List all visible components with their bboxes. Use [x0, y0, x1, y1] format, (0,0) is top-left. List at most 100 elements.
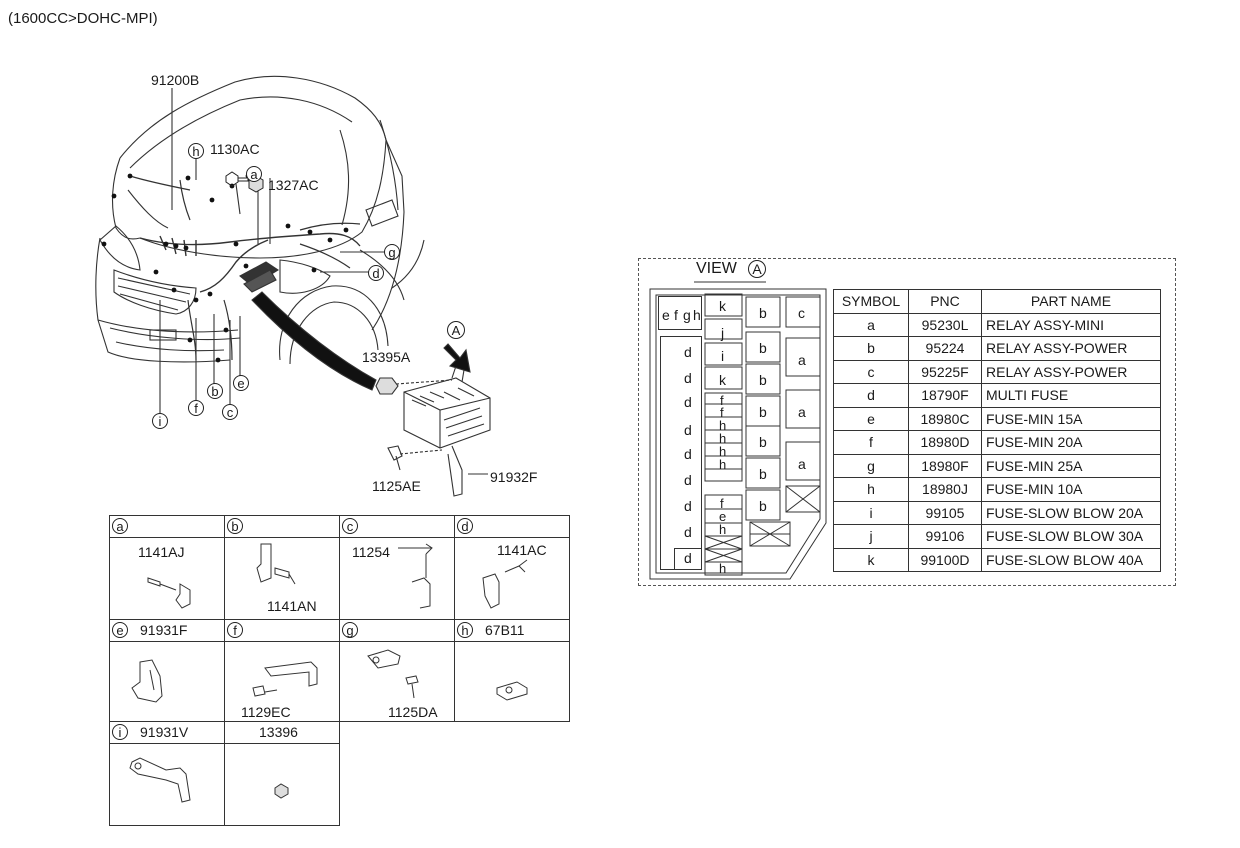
detail-cell-g: g 1125DA [339, 619, 455, 722]
cell-pnc: 18980F [908, 453, 982, 478]
fuse-k: k [719, 372, 726, 388]
relay-b: b [759, 498, 767, 514]
callout-c: c [222, 404, 238, 420]
fuse-h: h [719, 431, 727, 446]
part-number: 11254 [352, 544, 390, 560]
view-a-marker: A [447, 321, 465, 339]
label-bolt-1125ae: 1125AE [372, 478, 421, 494]
detail-symbol: f [227, 622, 243, 638]
relay-b: b [759, 466, 767, 482]
cell-part-name: FUSE-MIN 10A [981, 477, 1161, 502]
callout-e: e [233, 375, 249, 391]
cell-part-name: RELAY ASSY-POWER [981, 336, 1161, 361]
relay-a: a [798, 352, 806, 368]
fuse-f: f [720, 496, 724, 511]
relay-b: b [759, 305, 767, 321]
callout-h: h [188, 143, 204, 159]
fuse-i: i [721, 348, 725, 364]
cell-pnc: 95230L [908, 312, 982, 337]
label-nut-1327ac: 1327AC [268, 177, 319, 193]
view-title: VIEW [696, 260, 737, 277]
detail-symbol: a [112, 518, 128, 534]
fuse-h: h [719, 561, 727, 576]
detail-cell-b: b 1141AN [224, 515, 340, 620]
relay-b: b [759, 434, 767, 450]
part-number: 91931F [140, 622, 188, 638]
detail-cell-d: d 1141AC [454, 515, 570, 620]
fuse-box-outline [649, 288, 827, 580]
col-pnc: PNC [908, 289, 982, 314]
cell-symbol: d [833, 383, 909, 408]
cell-part-name: FUSE-SLOW BLOW 40A [981, 547, 1161, 572]
bracket-bolt-icon [367, 649, 419, 699]
cell-part-name: RELAY ASSY-POWER [981, 359, 1161, 384]
cell-symbol: e [833, 406, 909, 431]
label-bracket-91932f: 91932F [490, 469, 538, 485]
detail-cell-nut: 13396 [224, 721, 340, 826]
cell-pnc: 18980D [908, 430, 982, 455]
engine-spec-label: (1600CC>DOHC-MPI) [8, 10, 158, 27]
label-bolt-1130ac: 1130AC [210, 141, 260, 157]
relay-b: b [759, 372, 767, 388]
bracket-bolt-icon [482, 559, 528, 609]
cell-part-name: RELAY ASSY-MINI [981, 312, 1161, 337]
detail-cell-f: f 1129EC [224, 619, 340, 722]
view-title-circle: A [748, 260, 766, 278]
nut-icon [274, 783, 289, 799]
cell-part-name: FUSE-MIN 20A [981, 430, 1161, 455]
callout-d: d [368, 265, 384, 281]
cell-pnc: 99105 [908, 500, 982, 525]
small-fuse-group [658, 296, 702, 330]
detail-cell-c: c 11254 [339, 515, 455, 620]
multi-fuse-slot [674, 548, 702, 570]
multi-fuse-d: d [684, 344, 692, 360]
fuse-k: k [719, 298, 726, 314]
detail-cell-a: a 1141AJ [109, 515, 225, 620]
part-number: 1125DA [388, 704, 438, 720]
part-number: 13396 [259, 724, 298, 740]
fuse-h: h [693, 307, 701, 323]
fuse-j: j [721, 325, 725, 341]
relay-a: a [798, 404, 806, 420]
fuse-h: h [719, 444, 727, 459]
fuse-f: f [674, 307, 678, 323]
multi-fuse-d: d [684, 394, 692, 410]
fuse-e: e [662, 307, 670, 323]
cell-symbol: h [833, 477, 909, 502]
middle-fuse-column [704, 293, 743, 576]
cell-pnc: 95224 [908, 336, 982, 361]
cell-symbol: f [833, 430, 909, 455]
multi-fuse-d: d [684, 446, 692, 462]
fuse-h: h [719, 457, 727, 472]
detail-symbol: g [342, 622, 358, 638]
relay-b: b [759, 404, 767, 420]
detail-symbol: c [342, 518, 358, 534]
bracket-icon [129, 757, 191, 803]
detail-symbol: i [112, 724, 128, 740]
detail-symbol: b [227, 518, 243, 534]
cell-pnc: 95225F [908, 359, 982, 384]
cell-part-name: FUSE-SLOW BLOW 20A [981, 500, 1161, 525]
bracket-bolt-icon [256, 543, 296, 585]
view-a-panel [638, 258, 1176, 586]
grommet-icon [496, 681, 528, 701]
cell-symbol: g [833, 453, 909, 478]
cell-part-name: FUSE-MIN 25A [981, 453, 1161, 478]
part-number: 1141AJ [138, 544, 185, 560]
multi-fuse-d: d [684, 524, 692, 540]
relay-columns [745, 296, 821, 521]
multi-fuse-d: d [684, 422, 692, 438]
col-part-name: PART NAME [981, 289, 1161, 314]
fuse-h: h [719, 418, 727, 433]
fuse-g: g [683, 307, 691, 323]
